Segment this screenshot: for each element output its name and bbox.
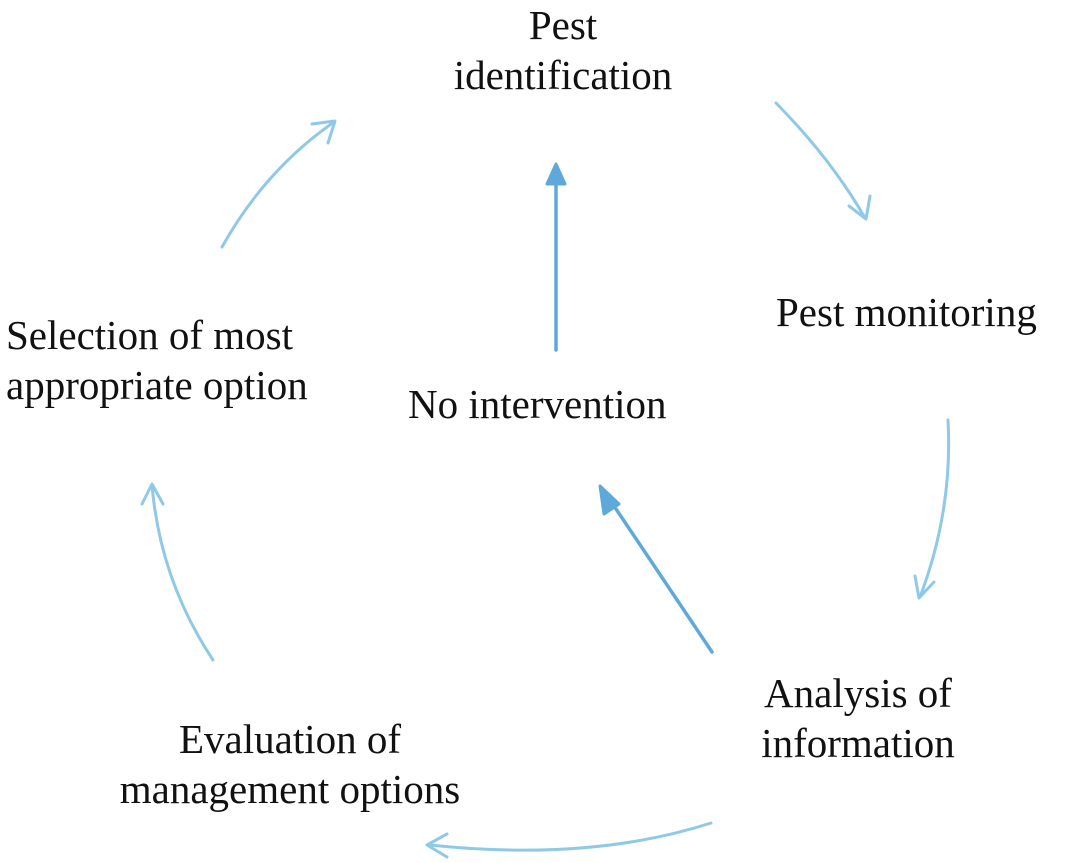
node-selection-line-2: appropriate option [6,362,308,408]
node-no-intervention: No intervention [408,379,666,429]
node-pest-identification-line-1: Pest [528,2,598,48]
arrow-no-intervention-to-identification [545,162,567,352]
node-pest-identification: Pest identification [413,0,713,100]
arrow-identification-to-monitoring [774,101,872,221]
node-selection-of-most-appropriate-option: Selection of most appropriate option [6,310,308,410]
node-pest-identification-line-2: identification [453,52,673,98]
node-pest-monitoring-line-1: Pest monitoring [776,289,1037,335]
node-analysis-line-1: Analysis of [764,670,952,716]
node-no-intervention-line-1: No intervention [408,381,667,427]
node-analysis-of-information: Analysis of information [718,668,998,768]
node-selection-line-1: Selection of most [6,312,293,358]
arrow-selection-to-identification [220,119,337,249]
node-pest-monitoring: Pest monitoring [776,287,1037,337]
node-evaluation-of-management-options: Evaluation of management options [100,714,480,814]
arrow-analysis-to-evaluation [425,821,713,859]
node-evaluation-line-1: Evaluation of [178,716,402,762]
arrow-evaluation-to-selection [140,482,215,662]
node-analysis-line-2: information [761,720,955,766]
arrow-monitoring-to-analysis [913,418,951,600]
node-evaluation-line-2: management options [119,766,461,812]
arrow-analysis-to-no-intervention [598,484,714,654]
